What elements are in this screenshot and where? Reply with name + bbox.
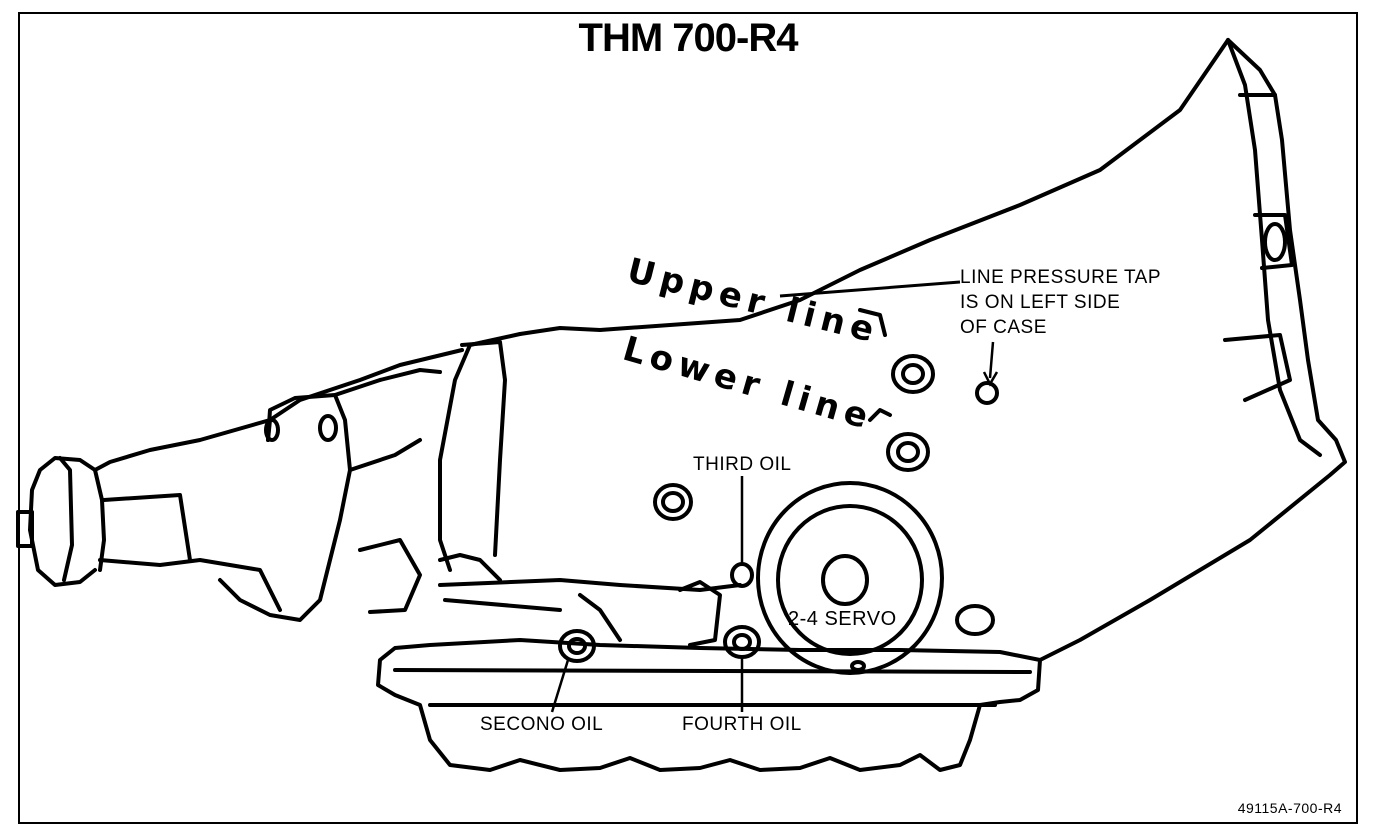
line-pressure-tap bbox=[975, 381, 999, 405]
servo-label: 2-4 SERVO bbox=[788, 608, 897, 630]
main-case bbox=[438, 332, 522, 572]
servo-cover bbox=[756, 481, 944, 675]
lower-line-fitting bbox=[886, 432, 930, 472]
diagram-title: THM 700-R4 bbox=[578, 16, 799, 60]
diagram-frame bbox=[18, 12, 1358, 824]
extension-housing bbox=[266, 348, 464, 442]
fourth-oil-label: FOURTH OIL bbox=[682, 714, 802, 735]
fourth-oil-port bbox=[723, 625, 761, 659]
third-oil-label: THIRD OIL bbox=[693, 454, 792, 475]
bell-housing bbox=[1038, 38, 1347, 662]
line-pressure-label-2: IS ON LEFT SIDE bbox=[960, 292, 1121, 313]
upper-line-fitting bbox=[891, 354, 935, 394]
second-oil-port bbox=[558, 629, 596, 663]
third-oil-port bbox=[730, 562, 754, 588]
second-oil-label: SECONO OIL bbox=[480, 714, 604, 735]
oil-pan bbox=[376, 638, 1042, 772]
line-pressure-label-3: OF CASE bbox=[960, 317, 1047, 338]
figure-code: 49115A-700-R4 bbox=[1237, 800, 1342, 816]
case-plug bbox=[653, 483, 693, 521]
line-pressure-label-1: LINE PRESSURE TAP bbox=[960, 267, 1162, 288]
